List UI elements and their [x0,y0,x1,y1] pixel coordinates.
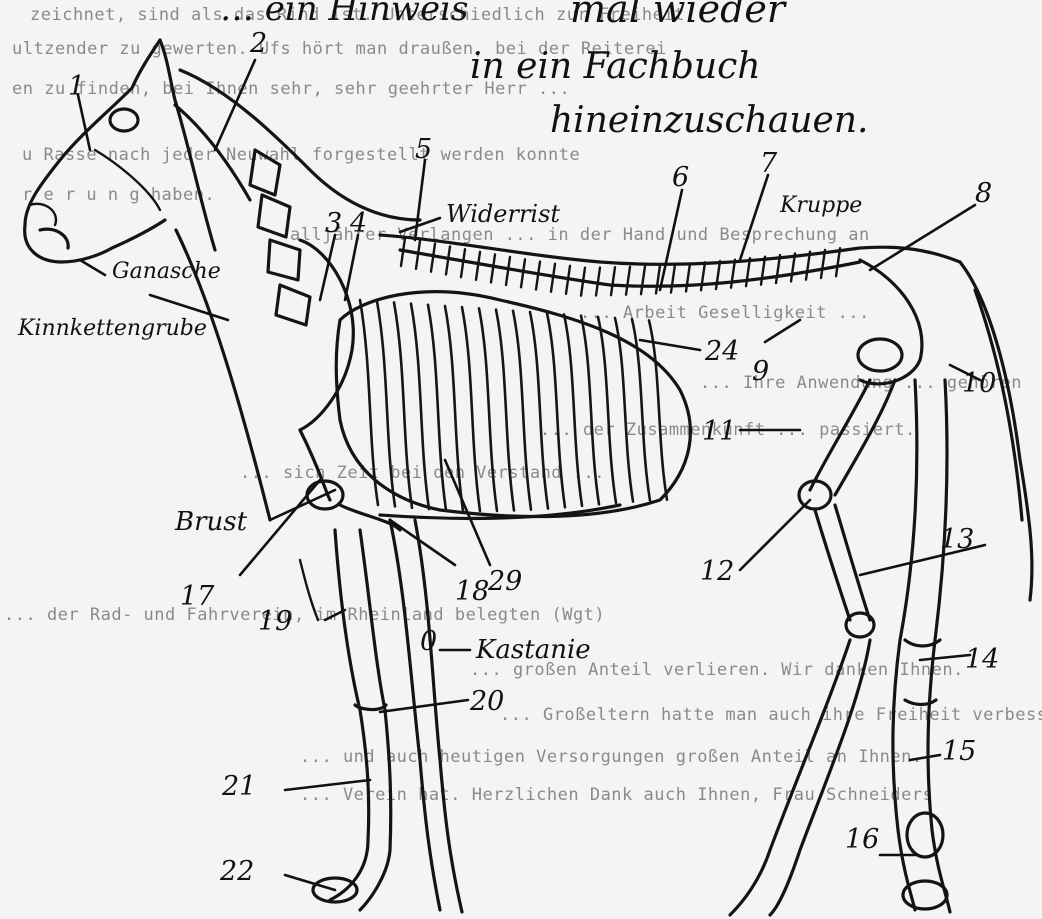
note-line: mal wieder [570,0,788,31]
label-number: 29 [487,566,522,597]
label-number: 4 [349,208,367,239]
label-kinnkettengrube: Kinnkettengrube [17,316,207,341]
label-number: 20 [469,686,504,717]
bg-line: ... Großeltern hatte man auch ihre Freih… [500,705,1042,725]
label-number: 14 [965,644,999,675]
vertebra [521,259,525,287]
rib [649,320,667,499]
bg-line: alljährer Verlangen ... in der Hand und … [290,225,870,245]
vertebra [506,257,510,285]
vertebra [626,267,630,295]
vertebra [431,244,435,272]
vertebra [461,249,465,277]
label-number: 16 [845,824,879,855]
vertebra [611,267,615,295]
label-number: 10 [962,368,996,399]
label-number: 12 [700,556,734,587]
label-number: 6 [672,162,689,193]
label-number: 19 [258,606,292,637]
label-number: 17 [180,581,215,612]
vertebra [476,252,480,280]
bg-line: ... und auch heutigen Versorgungen große… [300,747,923,767]
vertebra [701,262,705,290]
vertebra [746,258,750,286]
forelimb [300,240,462,912]
label-widerrist: Widerrist [446,200,560,228]
note-line: in ein Fachbuch [470,46,761,87]
label-number: 0 [420,626,437,657]
rib-cage [336,292,690,519]
label-number: 22 [219,856,254,887]
vertebra [536,262,540,290]
bg-line: r e r u n g haben. [22,185,215,205]
label-kastanie: Kastanie [475,635,591,665]
label-number: 9 [752,356,769,387]
note-line: … ein Hinweis [220,0,468,29]
bg-line: ... der Rad- und Fahrverein, im Rheinlan… [4,605,605,625]
label-number: 5 [415,134,432,165]
label-number: 3 [325,208,342,239]
note-line: hineinzuschauen. [550,100,868,141]
bg-line: ... Verein hat. Herzlichen Dank auch Ihn… [300,785,933,805]
label-number: 1 [68,71,85,102]
eye-socket [110,109,138,131]
label-kruppe: Kruppe [779,193,862,218]
label-number: 24 [704,336,739,367]
label-number: 8 [975,178,992,209]
label-number: 11 [702,416,736,447]
label-number: 13 [940,524,974,555]
label-ganasche: Ganasche [112,259,221,284]
label-number: 18 [455,576,489,607]
bg-line: ... Arbeit Geselligkeit ... [580,303,870,323]
label-number: 2 [249,28,267,59]
vertebra [641,266,645,294]
vertebra [686,263,690,291]
label-number: 7 [760,148,778,179]
vertebra [446,246,450,274]
label-brust: Brust [174,507,248,537]
hindlimb [730,260,1032,915]
bg-line: ... sich Zeit bei den Verstand ... [240,463,605,483]
vertebra [491,254,495,282]
label-number: 21 [221,771,256,802]
head-and-neck [25,40,420,520]
vertebra [671,265,675,293]
label-number: 15 [942,736,976,767]
